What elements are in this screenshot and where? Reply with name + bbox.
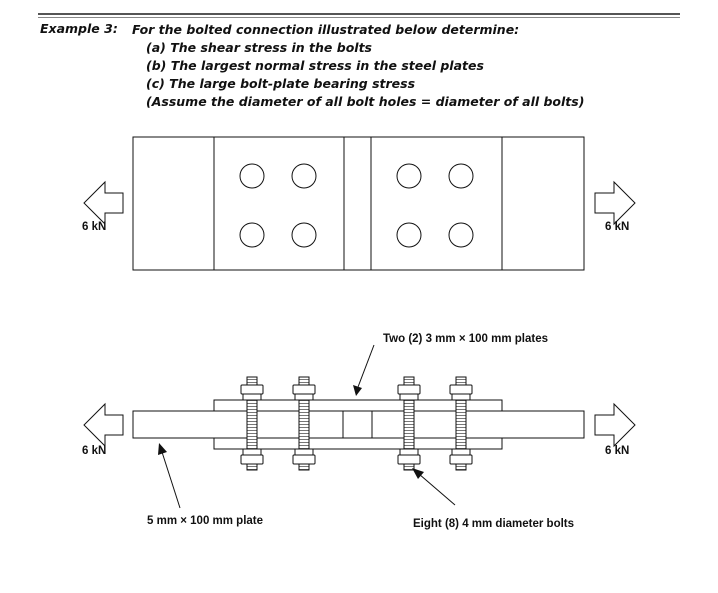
lower-splice-plate: [213, 437, 503, 450]
side-load-label-right: 6 kN: [605, 445, 629, 457]
load-label-left: 6 kN: [82, 221, 106, 233]
bolt-hole: [396, 163, 422, 189]
bolt-hole: [291, 163, 317, 189]
example-label: Example 3:: [40, 21, 118, 36]
leader-arrowhead-icon: [158, 443, 167, 455]
bolt-hole: [448, 163, 474, 189]
bolt-hole: [291, 222, 317, 248]
bolt-hole: [239, 163, 265, 189]
bolt-nut-top: [240, 384, 264, 395]
bolt-hole: [448, 222, 474, 248]
bolt-nut-top: [449, 384, 473, 395]
top-rule: [38, 13, 680, 15]
problem-statement: For the bolted connection illustrated be…: [132, 21, 584, 111]
top-rule-thin: [38, 17, 680, 18]
top-view: [83, 136, 636, 271]
load-label-right: 6 kN: [605, 221, 629, 233]
bolt-thread-end: [298, 463, 310, 471]
bolt-nut-top: [397, 384, 421, 395]
bolt-washer-bottom: [242, 448, 262, 456]
bolt-thread-end: [246, 463, 258, 471]
bolt-washer-bottom: [399, 448, 419, 456]
bolt-washer-bottom: [451, 448, 471, 456]
bolt-shank: [403, 399, 415, 450]
leader-line-splice-plates: [357, 344, 375, 388]
bolt-washer-top: [242, 393, 262, 401]
main-plate-outline: [132, 136, 585, 271]
bolt-thread-end: [298, 376, 310, 386]
bolt-nut-top: [292, 384, 316, 395]
bolt-shank: [246, 399, 258, 450]
leader-arrowhead-icon: [412, 468, 424, 479]
side-load-arrow-right-icon: [594, 402, 636, 448]
bolt-thread-end: [403, 376, 415, 386]
problem-part-a: (a) The shear stress in the bolts: [146, 40, 373, 55]
leader-line-bolts: [418, 473, 456, 506]
bolt-shank: [455, 399, 467, 450]
problem-intro: For the bolted connection illustrated be…: [132, 22, 520, 37]
bolt-head-bottom: [449, 454, 473, 465]
callout-main-plate: 5 mm × 100 mm plate: [147, 515, 263, 527]
bolt-washer-top: [451, 393, 471, 401]
bolt-washer-top: [399, 393, 419, 401]
problem-part-b: (b) The largest normal stress in the ste…: [146, 58, 484, 73]
problem-part-c: (c) The large bolt-plate bearing stress: [146, 76, 416, 91]
callout-splice-plates: Two (2) 3 mm × 100 mm plates: [383, 333, 548, 345]
side-view: [83, 344, 636, 509]
bolt-head-bottom: [240, 454, 264, 465]
problem-assumption: (Assume the diameter of all bolt holes =…: [146, 94, 585, 109]
bolt-head-bottom: [292, 454, 316, 465]
main-plate-left: [132, 410, 344, 439]
bolt-washer-top: [294, 393, 314, 401]
leader-arrowhead-icon: [353, 385, 362, 396]
bolt-head-bottom: [397, 454, 421, 465]
bolt-thread-end: [455, 376, 467, 386]
upper-splice-plate: [213, 399, 503, 412]
load-arrow-left-icon: [83, 180, 124, 226]
side-load-arrow-left-icon: [83, 402, 124, 448]
bolt-thread-end: [455, 463, 467, 471]
bolt-thread-end: [246, 376, 258, 386]
load-arrow-right-icon: [594, 180, 636, 226]
bolt-shank: [298, 399, 310, 450]
callout-bolts: Eight (8) 4 mm diameter bolts: [413, 518, 574, 530]
bolt-washer-bottom: [294, 448, 314, 456]
bolt-thread-end: [403, 463, 415, 471]
leader-line-main-plate: [161, 451, 181, 509]
side-load-label-left: 6 kN: [82, 445, 106, 457]
bolt-hole: [396, 222, 422, 248]
bolt-hole: [239, 222, 265, 248]
